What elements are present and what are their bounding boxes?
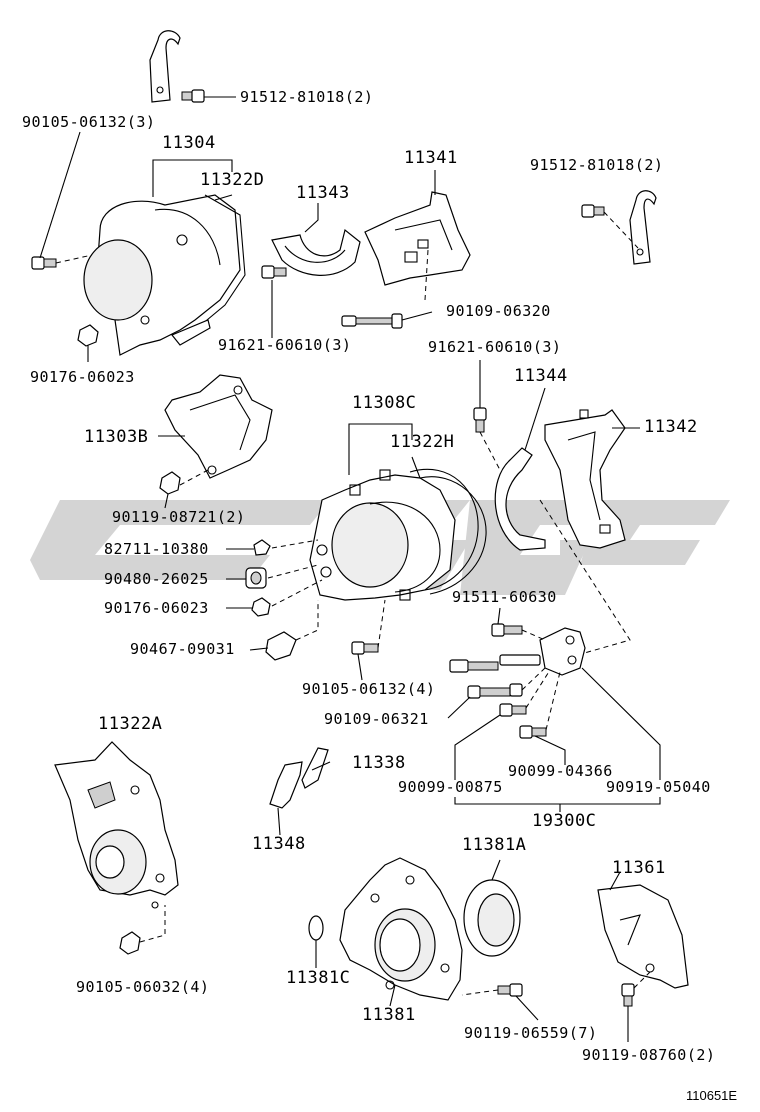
plate-11342 [544,409,626,549]
bolt-90105-06132-4 [351,641,379,655]
label-11308C: 11308C [352,393,416,413]
label-90099-04366: 90099-04366 [508,762,613,780]
label-90105-06132-3: 90105-06132(3) [22,113,155,131]
label-91621-60610-b: 91621-60610(3) [428,338,561,356]
bolt-91511-60630 [491,623,523,637]
label-90109-06320: 90109-06320 [446,302,551,320]
grommet-90480-26025 [245,567,267,589]
bolt-90109-06320 [341,313,403,329]
label-90919-05040: 90919-05040 [606,778,711,796]
seal-11381A [463,879,521,957]
part-labels: 91512-81018(2) 90105-06132(3) 11304 1132… [22,88,737,1103]
label-11381: 11381 [362,1005,416,1025]
label-82711-10380: 82711-10380 [104,540,209,558]
label-90119-06559: 90119-06559(7) [464,1024,597,1042]
label-90119-08721: 90119-08721(2) [112,508,245,526]
label-90176-06023-a: 90176-06023 [30,368,135,386]
nut-90176-06023-b [251,597,271,617]
bolt-90119-06559 [497,983,523,997]
bolt-90099-04366 [519,725,547,739]
label-91512-81018-top: 91512-81018(2) [240,88,373,106]
label-11303B: 11303B [84,427,148,447]
nut-90119-08721 [159,471,181,495]
label-90467-09031: 90467-09031 [130,640,235,658]
label-91512-81018-right: 91512-81018(2) [530,156,663,174]
figure-id: 110651E [686,1088,737,1103]
plate-11341 [364,191,471,286]
cap-82711-10380 [253,539,271,556]
plate-11361 [597,884,689,989]
oring-11381C [308,915,324,941]
sensor-19300C [449,627,586,676]
label-11361: 11361 [612,858,666,878]
label-11381C: 11381C [286,968,350,988]
cover-11308C [309,468,487,601]
clamp-90467-09031 [265,631,297,661]
label-90105-06132-4: 90105-06132(4) [302,680,435,698]
label-90105-06032: 90105-06032(4) [76,978,209,996]
label-11343: 11343 [296,183,350,203]
bolt-90119-08760 [621,983,635,1007]
bracket-hook-right [629,190,657,265]
cover-11303B [164,374,273,479]
label-11381A: 11381A [462,835,526,855]
label-90119-08760: 90119-08760(2) [582,1046,715,1064]
slider-11338 [301,747,329,789]
bolt-90105-06032 [119,931,141,955]
nut-90176-06023-a [77,324,99,347]
label-90099-00875: 90099-00875 [398,778,503,796]
guide-11343 [271,228,361,276]
label-11322D: 11322D [200,170,264,190]
label-11344: 11344 [514,366,568,386]
leader-lines [39,131,661,1042]
label-11341: 11341 [404,148,458,168]
label-11304: 11304 [162,133,216,153]
timing-cover-11304 [83,194,246,356]
label-11338: 11338 [352,753,406,773]
label-91621-60610-a: 91621-60610(3) [218,336,351,354]
label-91511-60630: 91511-60630 [452,588,557,606]
bolt-91621-60610-a [261,265,287,279]
bolt-91512-top [181,89,205,103]
label-11342: 11342 [644,417,698,437]
slider-11348 [269,761,303,809]
bolt-90099-00875 [499,703,527,717]
housing-11381 [339,857,463,1001]
label-19300C: 19300C [532,811,596,831]
bracket-hook-top [149,30,181,103]
label-90480-26025: 90480-26025 [104,570,209,588]
bolt-91512-right [581,204,605,218]
label-11348: 11348 [252,834,306,854]
label-11322H: 11322H [390,432,454,452]
bolt-90105-06132-3 [31,256,57,270]
label-90176-06023-b: 90176-06023 [104,599,209,617]
cover-11322A [54,741,179,909]
bolt-91621-60610-b [473,407,487,433]
bolt-90109-06321 [467,683,523,699]
guide-11344 [494,447,546,551]
label-11322A: 11322A [98,714,162,734]
label-90109-06321: 90109-06321 [324,710,429,728]
